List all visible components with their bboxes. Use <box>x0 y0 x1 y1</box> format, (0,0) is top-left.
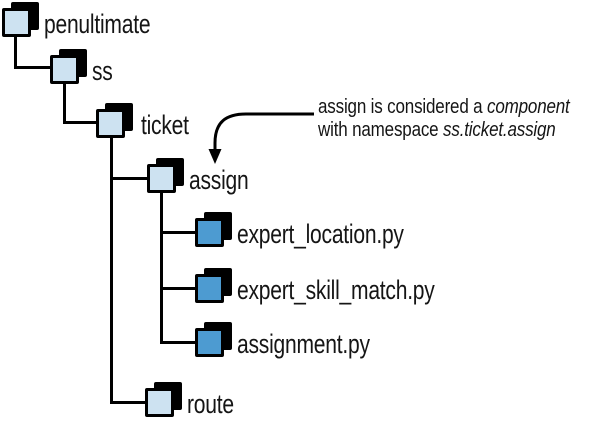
annotation-line-1: assign is considered a component <box>318 96 570 119</box>
annotation-italic-text: component <box>487 96 570 118</box>
annotation-plain-text: assign is considered a <box>318 96 488 118</box>
icon-face <box>195 328 224 357</box>
tree-connector <box>14 36 17 68</box>
tree-connector <box>160 231 197 234</box>
icon-face <box>147 164 176 193</box>
folder-icon <box>145 382 182 417</box>
icon-face <box>195 218 224 247</box>
tree-node-expert-skill-match: expert_skill_match.py <box>195 268 490 308</box>
tree-connector <box>110 136 113 404</box>
tree-connector <box>110 177 149 180</box>
folder-icon <box>50 49 87 84</box>
arrow-curve <box>213 112 314 150</box>
annotation-plain-text: with namespace <box>318 119 444 141</box>
tree-node-penultimate: penultimate <box>2 2 180 42</box>
node-label: route <box>187 389 234 419</box>
node-label: ss <box>92 56 113 86</box>
tree-connector <box>160 341 197 344</box>
tree-node-ss: ss <box>50 49 118 89</box>
node-label: expert_location.py <box>237 219 404 249</box>
folder-icon <box>2 2 39 37</box>
tree-node-assignment: assignment.py <box>195 322 407 362</box>
tree-connector <box>160 287 197 290</box>
icon-face <box>96 109 125 138</box>
node-label: penultimate <box>44 9 151 39</box>
tree-connector <box>110 401 147 404</box>
tree-connector <box>160 192 163 344</box>
icon-face <box>50 55 79 84</box>
tree-node-ticket: ticket <box>96 103 202 143</box>
icon-face <box>145 388 174 417</box>
node-label: assign <box>189 165 249 195</box>
folder-icon <box>147 158 184 193</box>
tree-node-assign: assign <box>147 158 265 198</box>
file-icon <box>195 322 232 357</box>
icon-face <box>195 274 224 303</box>
file-icon <box>195 212 232 247</box>
folder-icon <box>96 103 133 138</box>
icon-face <box>2 8 31 37</box>
node-label: expert_skill_match.py <box>237 275 435 305</box>
annotation-italic-text: ss.ticket.assign <box>443 119 556 141</box>
node-label: assignment.py <box>237 329 370 359</box>
file-icon <box>195 268 232 303</box>
tree-connector <box>14 66 52 69</box>
tree-node-route: route <box>145 382 247 421</box>
tree-node-expert-location: expert_location.py <box>195 212 451 252</box>
tree-connector <box>63 121 98 124</box>
tree-connector <box>63 83 66 124</box>
annotation-line-2: with namespace ss.ticket.assign <box>318 119 570 142</box>
annotation-text: assign is considered a component with na… <box>318 96 570 142</box>
node-label: ticket <box>141 110 189 140</box>
